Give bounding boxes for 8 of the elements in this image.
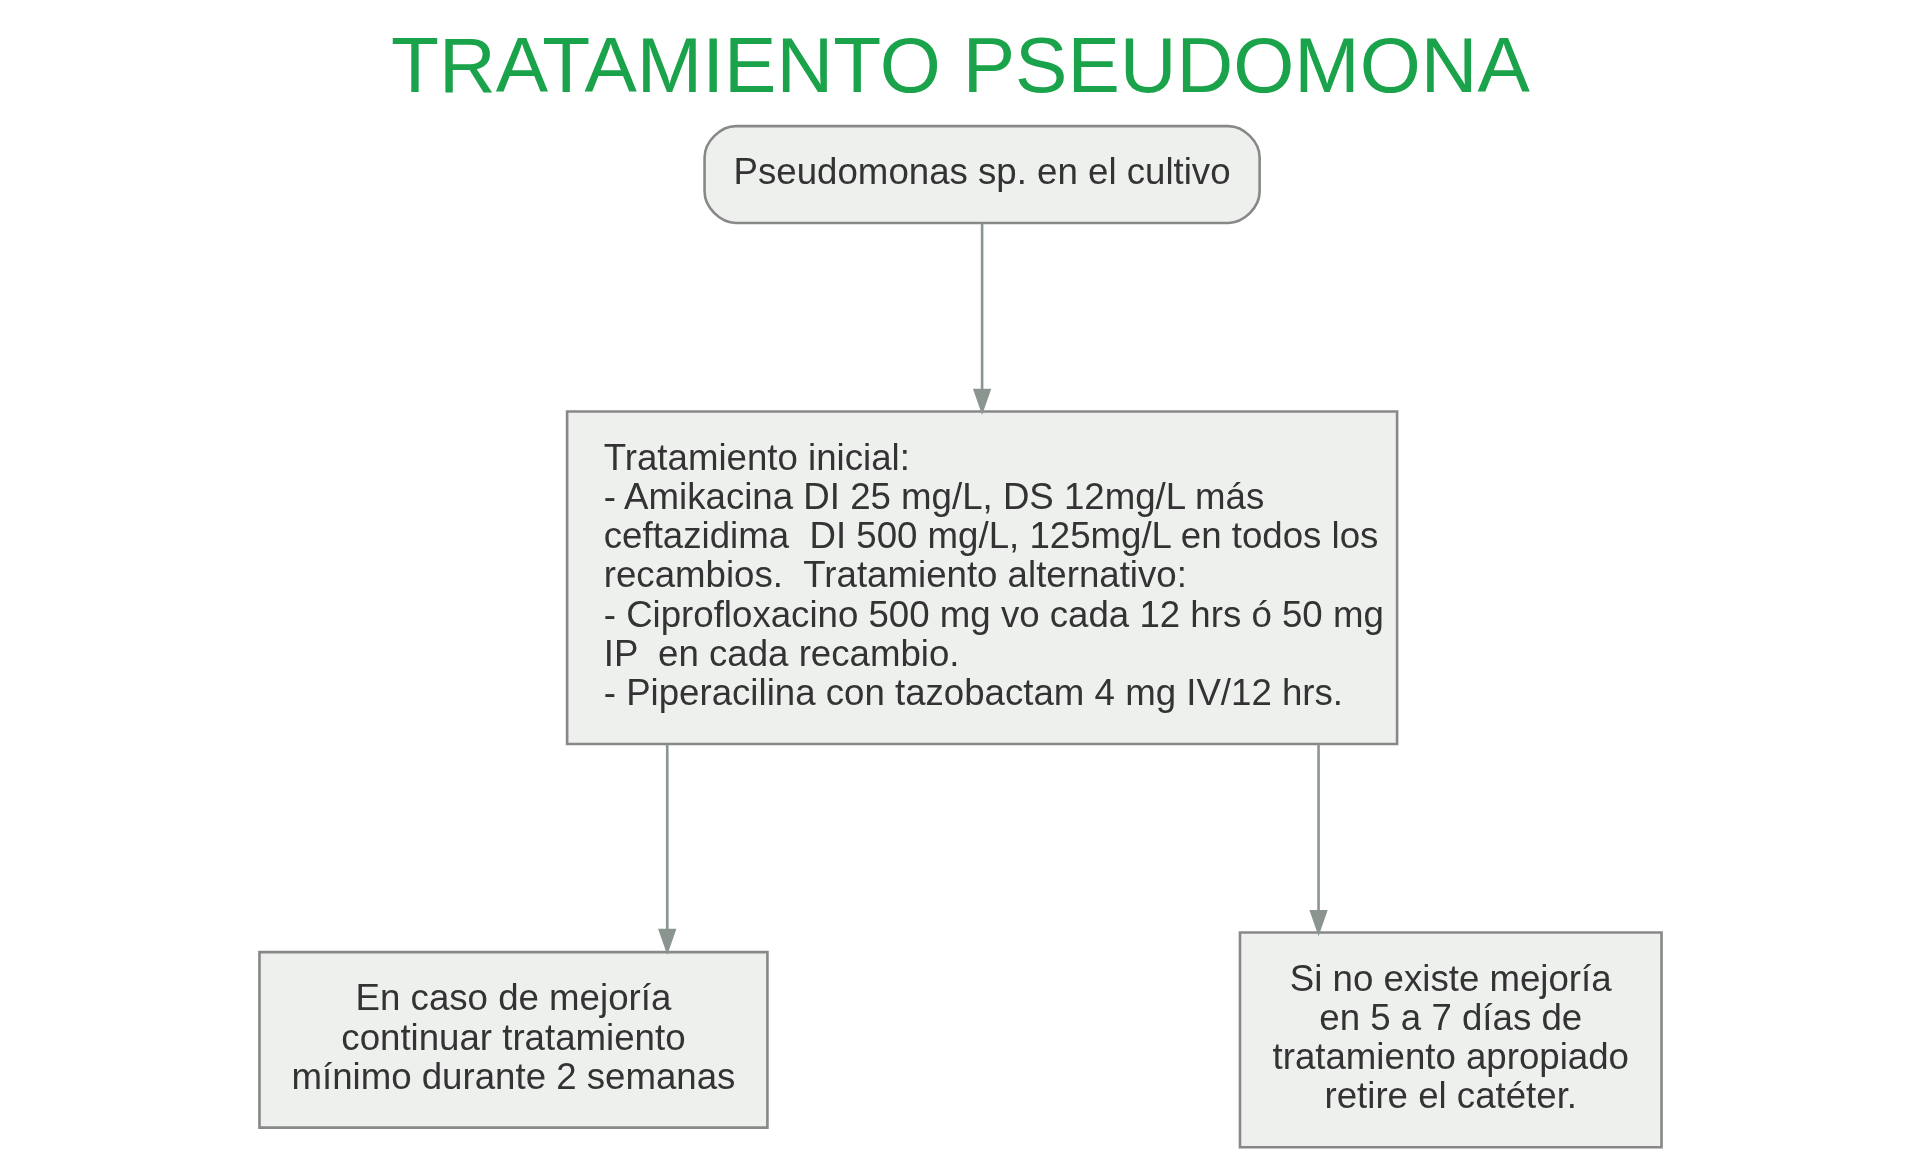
- node-box: Tratamiento inicial: - Amikacina DI 25 mg/L, DS 12mg/L más ceftazidima DI 500 mg/L, 125mg/L en todos los recambios. Tratamiento alternativo: - Ciprofloxacino 500 mg vo cada 12 hrs ó 50 mg IP en cada recambio. - Piperacilina con tazobactam 4 mg IV/12 hrs.: [565, 410, 1398, 746]
- diagram-title: TRATAMIENTO PSEUDOMONA: [390, 21, 1530, 110]
- arrow: [657, 744, 676, 956]
- arrow: [1308, 744, 1328, 937]
- node-box: Si no existe mejoría en 5 a 7 días de tratamiento apropiado retire el catéter.: [1238, 931, 1663, 1149]
- node-box: Pseudomonas sp. en el cultivo: [702, 124, 1261, 225]
- arrow: [972, 223, 991, 415]
- node-box: En caso de mejoría continuar tratamiento mínimo durante 2 semanas: [257, 950, 769, 1129]
